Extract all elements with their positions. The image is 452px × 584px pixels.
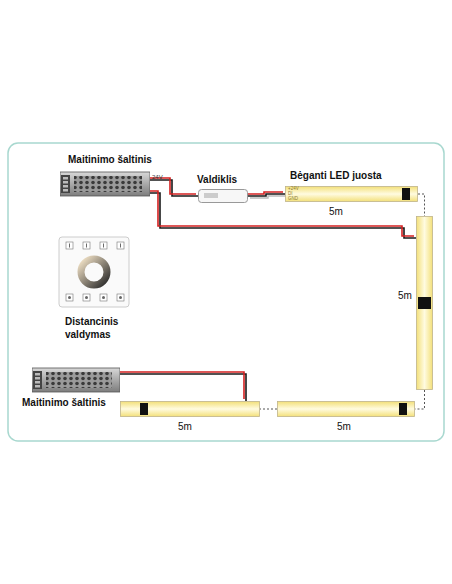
led-strip <box>120 401 260 417</box>
psu-housing <box>32 368 120 392</box>
dashed-link <box>418 194 425 216</box>
strip-connector <box>418 297 431 309</box>
data-wire <box>250 196 287 198</box>
wire-connector <box>415 390 425 409</box>
controller: Valdiklis <box>198 189 248 203</box>
led-strip <box>285 186 418 202</box>
panel-button <box>100 294 107 301</box>
terminal-screw <box>63 189 68 192</box>
led-strip: Bėganti LED juosta5m <box>285 186 418 202</box>
part-title: Valdiklis <box>197 174 237 187</box>
black-wire <box>120 374 246 401</box>
psu-vents <box>46 372 112 388</box>
psu-terminals <box>61 175 70 193</box>
length-dimension: 5m <box>178 421 192 434</box>
terminal-screw <box>35 377 40 380</box>
terminal-screw <box>63 177 68 180</box>
button-icon <box>69 244 70 248</box>
dashed-link <box>415 390 425 409</box>
red-wire <box>246 192 283 194</box>
led-strip: 5m <box>277 401 415 417</box>
cob-surface <box>278 402 415 417</box>
part-title: Maitinimo šaltinis <box>68 154 152 167</box>
led-strip <box>416 216 433 390</box>
touch-wheel <box>81 259 107 285</box>
wire-connector <box>260 409 277 410</box>
psu-vents <box>74 176 142 192</box>
button-icon <box>119 296 122 299</box>
dashed-link <box>260 409 277 410</box>
panel-button <box>83 294 90 301</box>
frame <box>8 143 444 441</box>
cob-surface <box>417 217 433 390</box>
length-dimension: 5m <box>329 206 343 219</box>
cob-surface <box>286 187 418 202</box>
length-dimension: 5m <box>337 421 351 434</box>
psu-terminals <box>33 371 42 389</box>
power-supply: Maitinimo šaltinis <box>60 170 150 198</box>
terminal-screw <box>63 181 68 184</box>
wire-connector <box>118 372 246 401</box>
remote-control: Distancinis valdymas <box>58 236 130 308</box>
wire-connector <box>246 192 287 198</box>
part-title: Bėganti LED juosta <box>290 170 382 183</box>
panel-face <box>59 237 129 307</box>
strip-connector <box>140 403 148 415</box>
panel-button <box>83 242 90 249</box>
controller-body <box>199 190 248 203</box>
button-icon <box>102 296 105 299</box>
panel-button <box>66 242 73 249</box>
button-icon <box>103 244 104 248</box>
terminal-screw <box>63 185 68 188</box>
power-supply: Maitinimo šaltinis <box>32 366 120 394</box>
pin-label: +24V <box>288 187 299 192</box>
panel-button <box>100 242 107 249</box>
panel-button <box>117 294 124 301</box>
wire-connector <box>418 194 425 216</box>
strip-connector <box>399 403 407 415</box>
panel-button <box>66 294 73 301</box>
button-icon <box>68 296 71 299</box>
voltage-label: 24V <box>152 174 163 180</box>
power-supply-unit <box>32 366 120 394</box>
part-title: Maitinimo šaltinis <box>22 397 106 410</box>
cob-surface <box>121 402 260 417</box>
controller-port <box>204 193 218 198</box>
strip-connector <box>402 188 410 200</box>
psu-housing <box>60 172 150 196</box>
pin-label: GND <box>288 197 298 202</box>
terminal-screw <box>35 373 40 376</box>
terminal-screw <box>35 381 40 384</box>
red-wire <box>118 372 244 399</box>
power-supply-unit <box>60 170 150 198</box>
pin-label: DI <box>288 192 293 197</box>
button-icon <box>120 244 121 248</box>
led-strip <box>277 401 415 417</box>
button-icon <box>85 296 88 299</box>
length-dimension: 5m <box>398 290 412 303</box>
button-icon <box>86 244 87 248</box>
led-strip: 5m <box>416 216 433 390</box>
part-title: Distancinis valdymas <box>65 316 145 341</box>
led-strip: 5m <box>120 401 260 417</box>
terminal-screw <box>35 385 40 388</box>
remote-panel <box>58 236 130 308</box>
controller-unit <box>198 189 248 203</box>
panel-button <box>117 242 124 249</box>
